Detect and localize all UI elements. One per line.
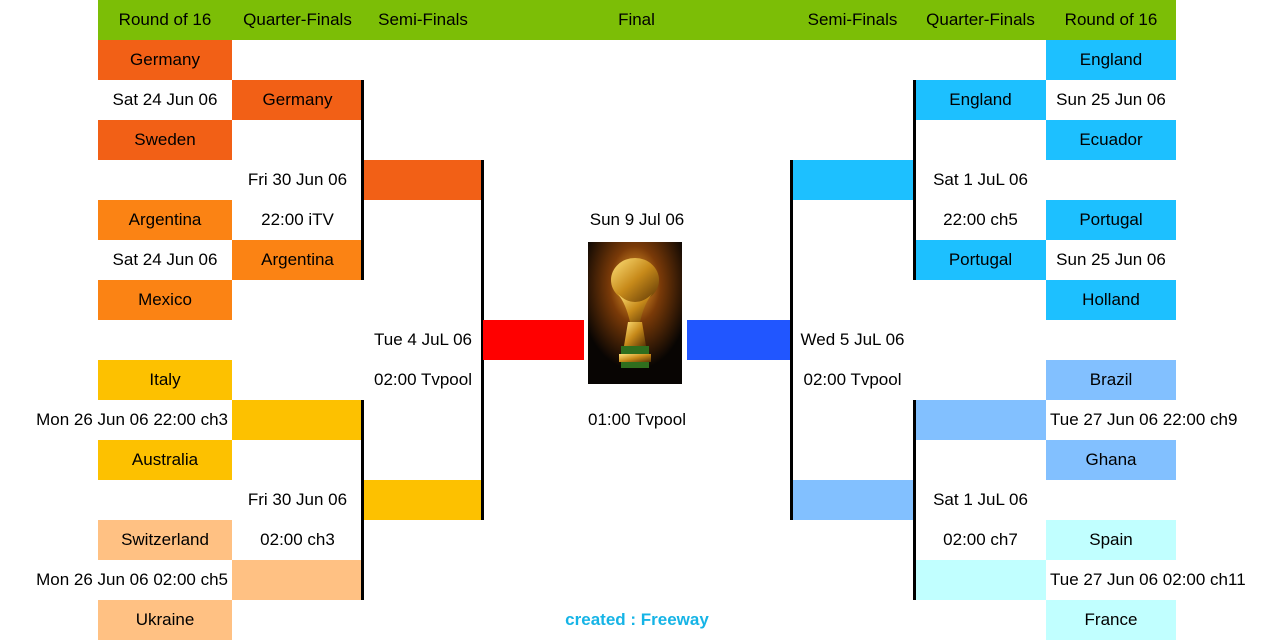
qf-date-r1: Sat 1 JuL 06 [933,170,1028,189]
bracket-line-r-qf1 [913,80,916,280]
team-england-r16: England [1046,40,1176,80]
team-england-qf: England [915,80,1046,120]
final-date: Sun 9 Jul 06 [589,210,685,229]
final-slot-left [483,320,584,360]
match-date-l2: Sat 24 Jun 06 [112,250,218,269]
sf-slot-r1 [790,160,915,200]
qf-slot-l4 [232,560,363,600]
team-france-r16: France [1046,600,1176,640]
sf-slot-l1 [363,160,483,200]
header-left-quarter-finals: Quarter-Finals [243,10,352,29]
bracket-line-r-qf2 [913,400,916,600]
qf-slot-r4 [915,560,1046,600]
header-left-round-of-16: Round of 16 [118,10,212,29]
header-bar [98,0,1176,40]
sf-date-right: Wed 5 JuL 06 [800,330,905,349]
final-slot-right [687,320,790,360]
bracket-line-r-sf [790,160,793,520]
final-time: 01:00 Tvpool [588,410,686,429]
team-australia-r16: Australia [98,440,232,480]
match-info-r4: Tue 27 Jun 06 02:00 ch11 [1050,570,1246,589]
header-final: Final [618,10,655,29]
header-left-semi-finals: Semi-Finals [378,10,468,29]
bracket-line-l-qf1 [361,80,364,280]
match-info-r3: Tue 27 Jun 06 22:00 ch9 [1050,410,1238,429]
qf-time-r1: 22:00 ch5 [943,210,1018,229]
match-date-r1: Sun 25 Jun 06 [1056,90,1166,109]
bracket-line-l-qf2 [361,400,364,600]
team-sweden-r16: Sweden [98,120,232,160]
sf-slot-r2 [790,480,915,520]
sf-slot-l2 [363,480,483,520]
qf-time-l1: 22:00 iTV [261,210,334,229]
qf-date-l2: Fri 30 Jun 06 [247,490,348,509]
team-italy-r16: Italy [98,360,232,400]
qf-slot-l3 [232,400,363,440]
match-date-r2: Sun 25 Jun 06 [1056,250,1166,269]
team-ukraine-r16: Ukraine [98,600,232,640]
team-argentina-qf: Argentina [232,240,363,280]
team-germany-r16: Germany [98,40,232,80]
team-argentina-r16: Argentina [98,200,232,240]
sf-time-left: 02:00 Tvpool [374,370,472,389]
sf-time-right: 02:00 Tvpool [803,370,902,389]
team-brazil-r16: Brazil [1046,360,1176,400]
team-switzerland-r16: Switzerland [98,520,232,560]
qf-slot-r3 [915,400,1046,440]
match-info-l3: Mon 26 Jun 06 22:00 ch3 [36,410,228,429]
world-cup-trophy-image [588,242,682,384]
team-germany-qf: Germany [232,80,363,120]
match-date-l1: Sat 24 Jun 06 [112,90,218,109]
header-right-semi-finals: Semi-Finals [807,10,898,29]
team-portugal-r16: Portugal [1046,200,1176,240]
team-portugal-qf: Portugal [915,240,1046,280]
team-mexico-r16: Mexico [98,280,232,320]
team-spain-r16: Spain [1046,520,1176,560]
bracket-line-l-sf [481,160,484,520]
team-ecuador-r16: Ecuador [1046,120,1176,160]
qf-time-l2: 02:00 ch3 [260,530,335,549]
team-ghana-r16: Ghana [1046,440,1176,480]
match-info-l4: Mon 26 Jun 06 02:00 ch5 [36,570,228,589]
credit-text: created : Freeway [565,610,709,629]
qf-time-r2: 02:00 ch7 [943,530,1018,549]
header-right-round-of-16: Round of 16 [1064,10,1158,29]
sf-date-left: Tue 4 JuL 06 [374,330,472,349]
team-holland-r16: Holland [1046,280,1176,320]
qf-date-r2: Sat 1 JuL 06 [933,490,1028,509]
qf-date-l1: Fri 30 Jun 06 [247,170,348,189]
header-right-quarter-finals: Quarter-Finals [926,10,1035,29]
